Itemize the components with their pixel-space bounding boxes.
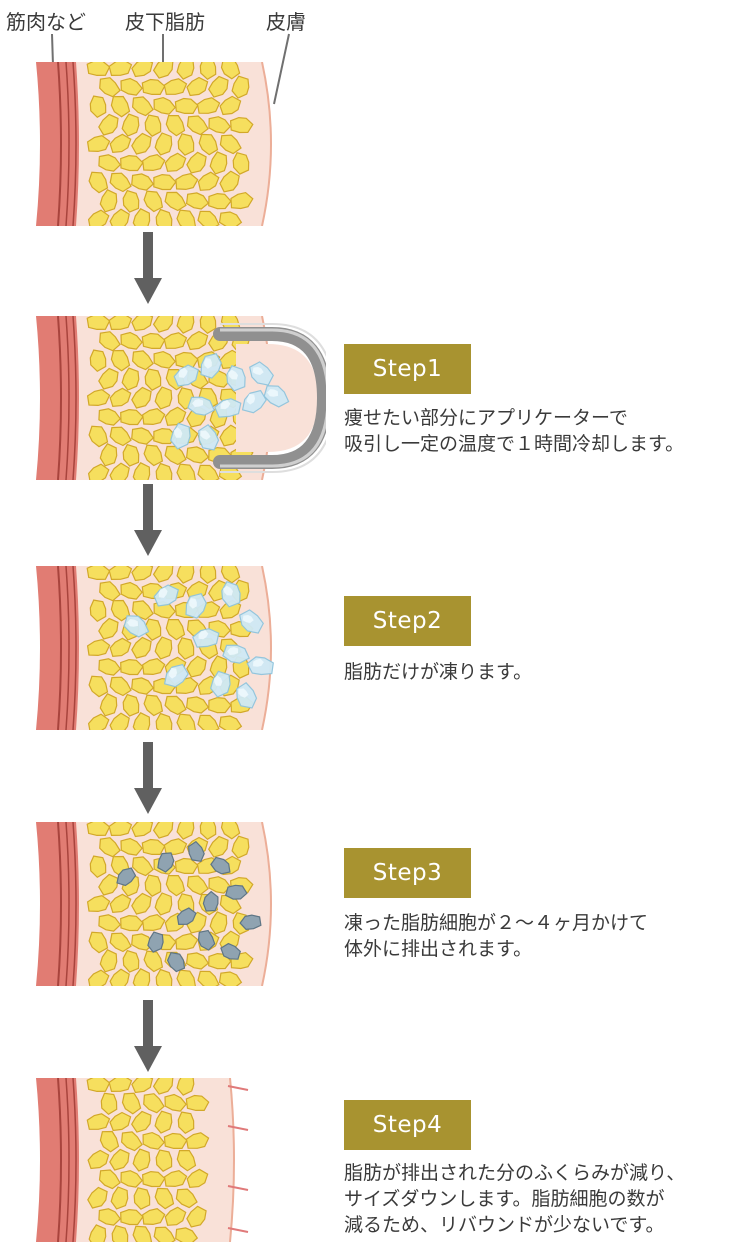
step4-line: 減るため、リバウンドが少ないです。	[344, 1214, 665, 1236]
step4-line: サイズダウンします。脂肪細胞の数が	[344, 1188, 665, 1210]
label-fat: 皮下脂肪	[125, 10, 205, 34]
arrow-down-icon	[134, 742, 162, 814]
step4-description: 脂肪が排出された分のふくらみが減り、 サイズダウンします。脂肪細胞の数が 減るた…	[344, 1160, 685, 1238]
leader-skin	[273, 33, 290, 105]
arrow-down-icon	[134, 484, 162, 556]
panel-step3	[36, 822, 286, 986]
step4-badge: Step4	[344, 1100, 471, 1150]
dead-fat-cells	[116, 840, 262, 973]
muscle-layer	[36, 822, 79, 986]
panel-anatomy	[36, 62, 286, 226]
arrow-down-icon	[134, 232, 162, 304]
panel-step4	[36, 1078, 286, 1242]
step1-badge: Step1	[344, 344, 471, 394]
step1-line: 痩せたい部分にアプリケーターで	[344, 407, 628, 429]
shrink-marks	[227, 1085, 249, 1233]
step4-line: 脂肪が排出された分のふくらみが減り、	[344, 1162, 686, 1184]
step3-badge: Step3	[344, 848, 471, 898]
panel-step1	[36, 316, 326, 480]
step3-line: 凍った脂肪細胞が２〜４ヶ月かけて	[344, 912, 649, 934]
panel-step2	[36, 566, 286, 730]
step2-description: 脂肪だけが凍ります。	[344, 659, 532, 685]
fat-layer	[86, 62, 254, 226]
label-muscle: 筋肉など	[6, 10, 86, 34]
fat-layer	[86, 1078, 210, 1242]
step1-description: 痩せたい部分にアプリケーターで 吸引し一定の温度で１時間冷却します。	[344, 405, 684, 457]
muscle-layer	[36, 566, 79, 730]
frozen-fat-cells	[123, 580, 274, 709]
step3-line: 体外に排出されます。	[344, 938, 533, 960]
muscle-layer	[36, 1078, 79, 1242]
muscle-layer	[36, 316, 79, 480]
step3-description: 凍った脂肪細胞が２〜４ヶ月かけて 体外に排出されます。	[344, 910, 648, 962]
arrow-down-icon	[134, 1000, 162, 1072]
step2-badge: Step2	[344, 596, 471, 646]
muscle-layer	[36, 62, 79, 226]
step2-line: 脂肪だけが凍ります。	[344, 661, 533, 683]
frozen-fat-cells	[170, 353, 290, 451]
step1-line: 吸引し一定の温度で１時間冷却します。	[344, 433, 685, 455]
label-skin: 皮膚	[266, 10, 306, 34]
